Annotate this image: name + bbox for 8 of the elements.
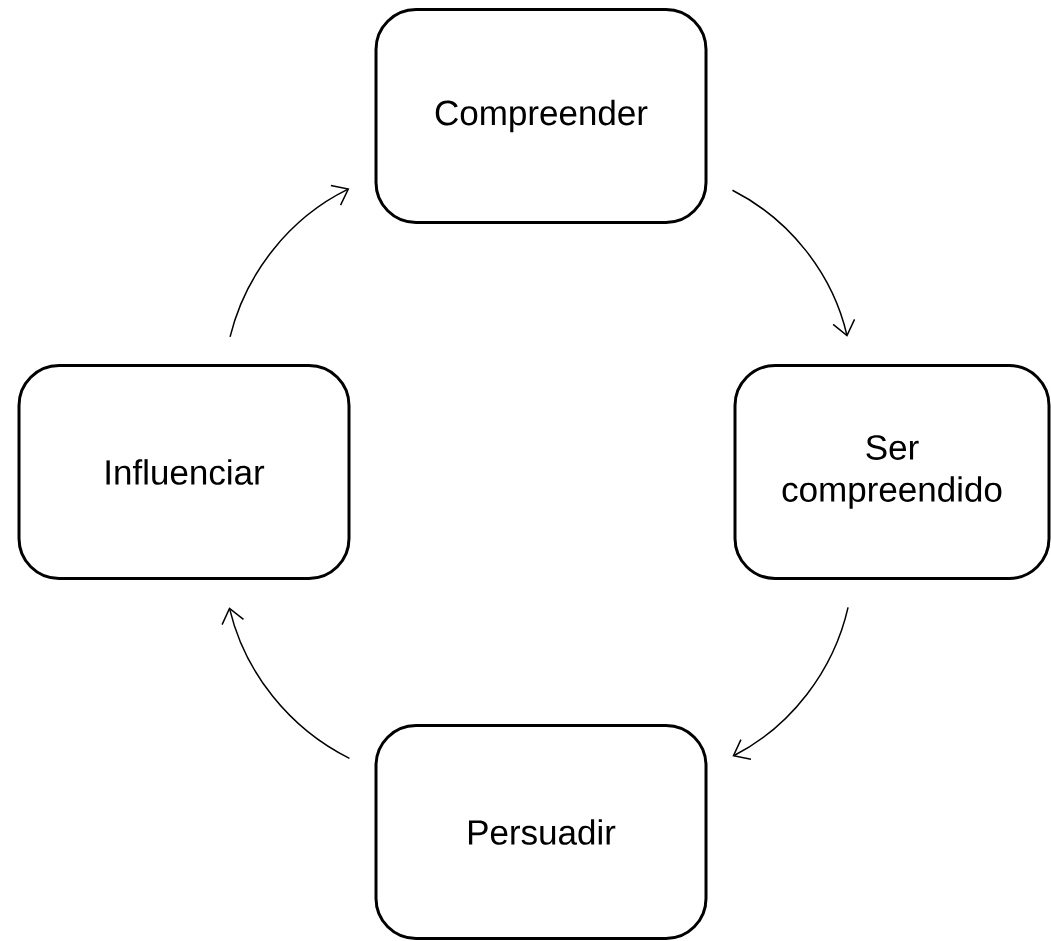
arrow [732,606,849,760]
rounded-box: Influenciar [17,364,351,580]
arrow [221,607,351,760]
rounded-box: Ser compreendido [733,364,1051,580]
arrow [731,189,856,337]
rounded-box: Compreender [374,8,708,224]
arrow [229,184,350,338]
rounded-box: Persuadir [374,724,708,940]
